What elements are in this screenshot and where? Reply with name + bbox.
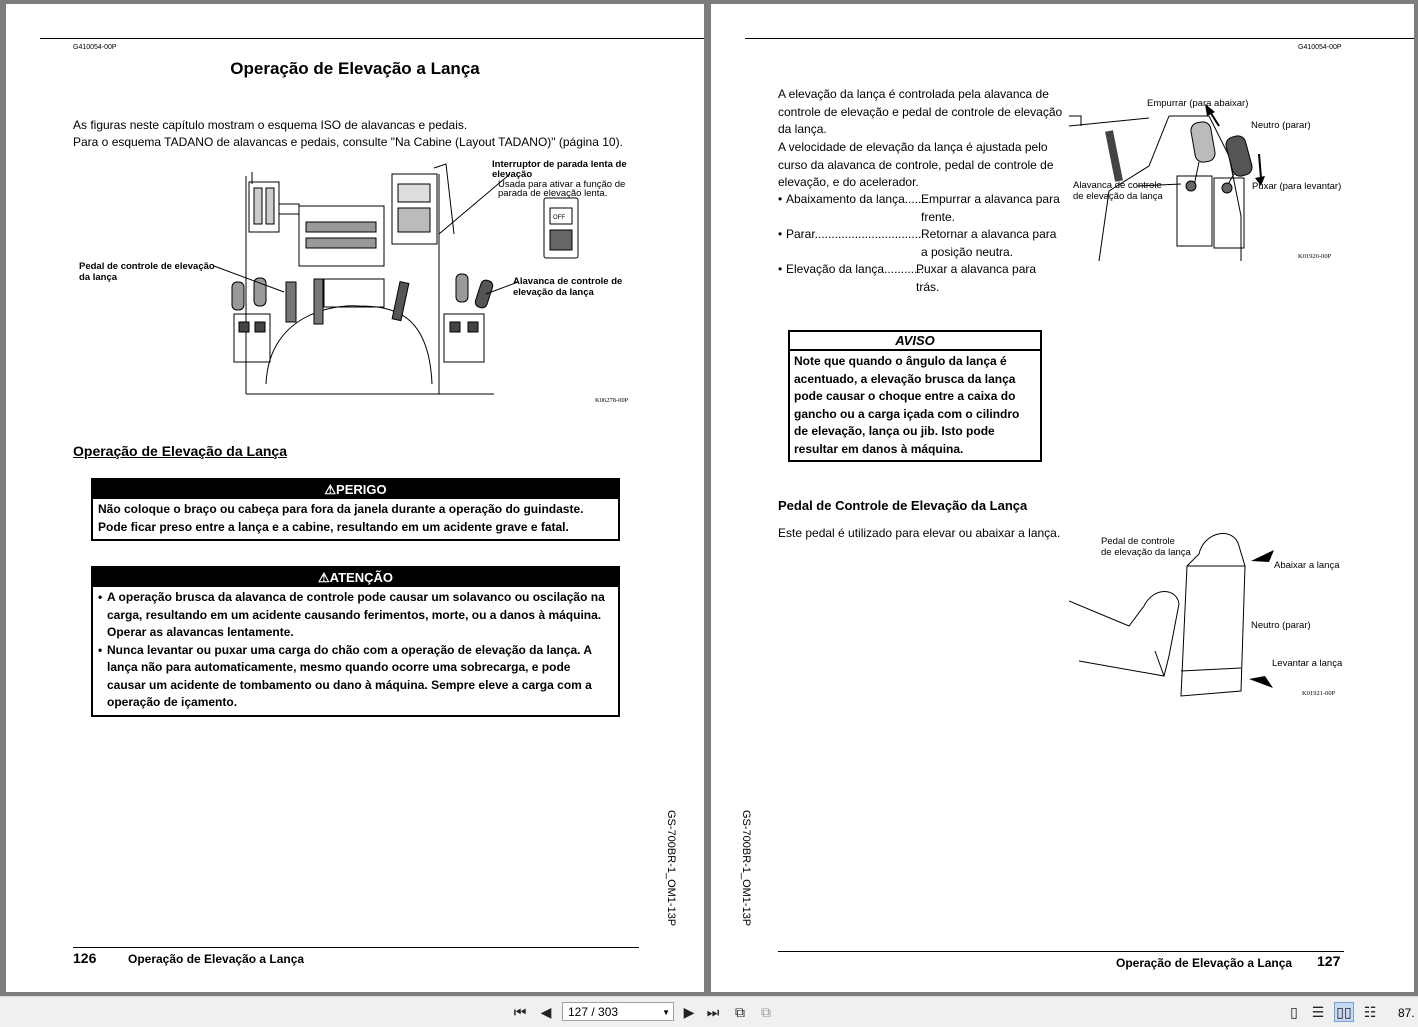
page-number: 127	[1317, 953, 1341, 969]
lever-callout-neutral: Neutro (parar)	[1251, 120, 1311, 131]
go-forward-view-icon[interactable]: ⧉	[761, 1003, 771, 1020]
pedal-callout-lower: Abaixar a lança	[1274, 560, 1340, 571]
lever-figure: Empurrar (para abaixar) Neutro (parar) A…	[1068, 96, 1349, 266]
callout-switch-desc-1: Usada para ativar a função de	[498, 179, 626, 190]
caution-box: ⚠ATENÇÃO •A operação brusca da alavanca …	[91, 566, 620, 717]
danger-header: ⚠PERIGO	[93, 480, 618, 499]
pedal-callout-2: de elevação da lança	[1101, 547, 1191, 558]
notice-heading: AVISO	[790, 332, 1040, 351]
paragraph-2: A velocidade de elevação da lança é ajus…	[778, 140, 1054, 189]
pedal-section-title: Pedal de Controle de Elevação da Lança	[778, 498, 1028, 513]
list-item-cont: trás.	[916, 279, 940, 294]
warning-triangle-icon: ⚠	[318, 570, 330, 585]
paragraph-1: A elevação da lança é controlada pela al…	[778, 87, 1063, 136]
callout-switch-desc-2: parada de elevação lenta.	[498, 188, 608, 199]
callout-lever-1: Alavanca de controle de	[513, 276, 623, 287]
warning-triangle-icon: ⚠	[324, 482, 337, 497]
two-page-continuous-view-icon[interactable]: ☷	[1363, 1003, 1377, 1020]
intro-line-2: Para o esquema TADANO de alavancas e ped…	[73, 135, 623, 149]
section-title: Operação de Elevação da Lança	[73, 443, 287, 459]
pedal-callout-raise: Levantar a lança	[1272, 658, 1343, 669]
next-page-icon[interactable]: ▶	[683, 1003, 695, 1020]
caution-header: ⚠ATENÇÃO	[93, 568, 618, 587]
figure-id: K01921-00P	[1302, 690, 1336, 697]
notice-box: AVISO Note que quando o ângulo da lança …	[788, 330, 1042, 462]
footer-rule	[778, 951, 1344, 952]
callout-pedal-1: Pedal de controle de elevação	[79, 261, 215, 272]
intro-line-1: As figuras neste capítulo mostram o esqu…	[73, 118, 468, 132]
page-number-select[interactable]: 127 / 303 ▼	[562, 1002, 674, 1021]
cabin-illustration: OFF	[213, 163, 579, 395]
figure-id: K06278-00P	[595, 397, 629, 404]
footer-title: Operação de Elevação a Lança	[128, 952, 305, 966]
list-item-cont: a posição neutra.	[921, 244, 1014, 259]
lever-callout-pull: Puxar (para levantar)	[1252, 181, 1342, 192]
danger-box: ⚠PERIGO Não coloque o braço ou cabeça pa…	[91, 478, 620, 541]
lever-illustration	[1068, 104, 1265, 262]
page-indicator: 127 / 303	[568, 1005, 619, 1019]
left-page: G410054-00P Operação de Elevação a Lança…	[6, 4, 704, 992]
continuous-view-icon[interactable]: ☰	[1311, 1003, 1325, 1020]
list-item: • Parar.................................…	[778, 227, 1057, 241]
zoom-level[interactable]: 87.	[1398, 1006, 1415, 1020]
list-item-cont: frente.	[921, 209, 956, 224]
pedal-text: Este pedal é utilizado para elevar ou ab…	[778, 526, 1061, 540]
list-item: • Abaixamento da lança...... Empurrar a …	[778, 192, 1060, 206]
callout-switch-title-1: Interruptor de parada lenta de	[492, 159, 627, 170]
caution-heading: ATENÇÃO	[329, 570, 393, 585]
last-page-icon[interactable]: ⏭	[706, 1003, 720, 1020]
side-document-code: GS-700BR-1_OM1-13P	[740, 810, 752, 927]
header-rule	[745, 38, 1414, 39]
caution-item: •A operação brusca da alavanca de contro…	[98, 590, 605, 639]
cabin-figure: OFF Interruptor de parada lenta de eleva…	[74, 154, 634, 414]
switch-off-label: OFF	[553, 215, 565, 221]
danger-text: Não coloque o braço ou cabeça para fora …	[98, 502, 584, 534]
side-document-code: GS-700BR-1_OM1-13P	[665, 810, 677, 927]
operation-list: • Abaixamento da lança...... Empurrar a …	[778, 191, 1068, 296]
footer-title: Operação de Elevação a Lança	[1116, 956, 1293, 970]
pedal-callout-neutral: Neutro (parar)	[1251, 620, 1311, 631]
caution-item: •Nunca levantar ou puxar uma carga do ch…	[98, 642, 592, 710]
chevron-down-icon: ▼	[662, 1008, 670, 1017]
pedal-illustration	[1068, 533, 1274, 697]
first-page-icon[interactable]: ⏮	[513, 1003, 527, 1020]
footer-rule	[73, 947, 639, 948]
notice-text: Note que quando o ângulo da lança é acen…	[794, 354, 1020, 456]
danger-heading: PERIGO	[336, 482, 387, 497]
figure-id: K01920-00P	[1298, 253, 1332, 260]
header-rule	[40, 38, 704, 39]
page-title: Operação de Elevação a Lança	[230, 59, 480, 78]
pedal-figure: Pedal de controle de elevação da lança A…	[1068, 526, 1349, 706]
right-page: G410054-00P A elevação da lança é contro…	[711, 4, 1414, 992]
previous-page-icon[interactable]: ◀	[540, 1003, 552, 1020]
lever-callout-lever-1: Alavanca de controle	[1073, 180, 1162, 191]
single-page-view-icon[interactable]: ▯	[1290, 1003, 1298, 1020]
callout-switch-title-2: elevação	[492, 169, 533, 180]
list-item: • Elevação da lança............ Puxar a …	[778, 262, 1037, 276]
document-code: G410054-00P	[1298, 44, 1342, 51]
go-back-view-icon[interactable]: ⧉	[735, 1003, 745, 1020]
pedal-callout-1: Pedal de controle	[1101, 536, 1175, 547]
viewer-toolbar: ⏮ ◀ 127 / 303 ▼ ▶ ⏭ ⧉ ⧉ ▯ ☰ ▯▯ ☷ 87.	[0, 996, 1418, 1027]
two-page-view-icon[interactable]: ▯▯	[1334, 1002, 1354, 1022]
lever-callout-push: Empurrar (para abaixar)	[1147, 98, 1249, 109]
callout-lever-2: elevação da lança	[513, 287, 594, 298]
page-number: 126	[73, 950, 97, 966]
callout-pedal-2: da lança	[79, 272, 118, 283]
document-code: G410054-00P	[73, 44, 117, 51]
lever-callout-lever-2: de elevação da lança	[1073, 191, 1163, 202]
